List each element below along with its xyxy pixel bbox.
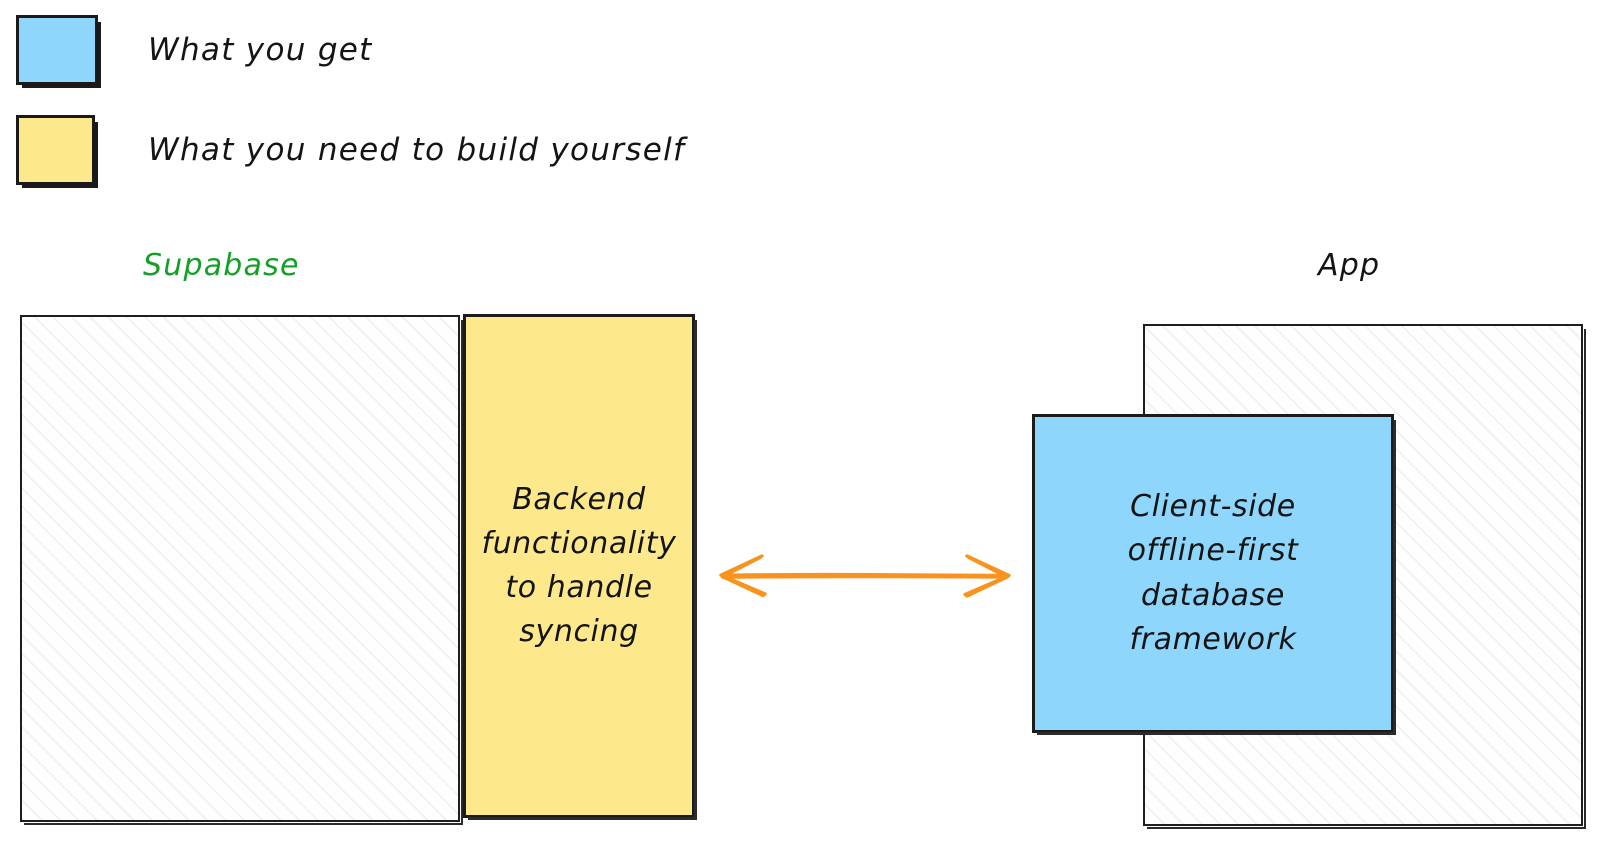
backend-sync-box[interactable]: Backend functionality to handle syncing: [463, 314, 697, 820]
double-headed-arrow-icon: [719, 554, 1011, 598]
group-title-supabase: Supabase: [143, 248, 300, 283]
backend-sync-label: Backend functionality to handle syncing: [481, 481, 677, 650]
legend-label-build-yourself: What you need to build yourself: [148, 132, 686, 168]
legend-swatch-blue-icon: [16, 15, 101, 88]
legend-swatch-yellow-icon: [16, 115, 98, 188]
legend-item-you-get: What you get: [16, 15, 373, 88]
legend-item-build-yourself: What you need to build yourself: [16, 115, 686, 188]
legend-label-you-get: What you get: [148, 32, 373, 68]
group-title-app: App: [1318, 248, 1381, 283]
sync-connector-arrow: [705, 540, 1025, 612]
client-database-box[interactable]: Client-side offline-first database frame…: [1032, 414, 1396, 735]
supabase-container-box: [20, 315, 463, 825]
client-database-label: Client-side offline-first database frame…: [1127, 489, 1299, 657]
